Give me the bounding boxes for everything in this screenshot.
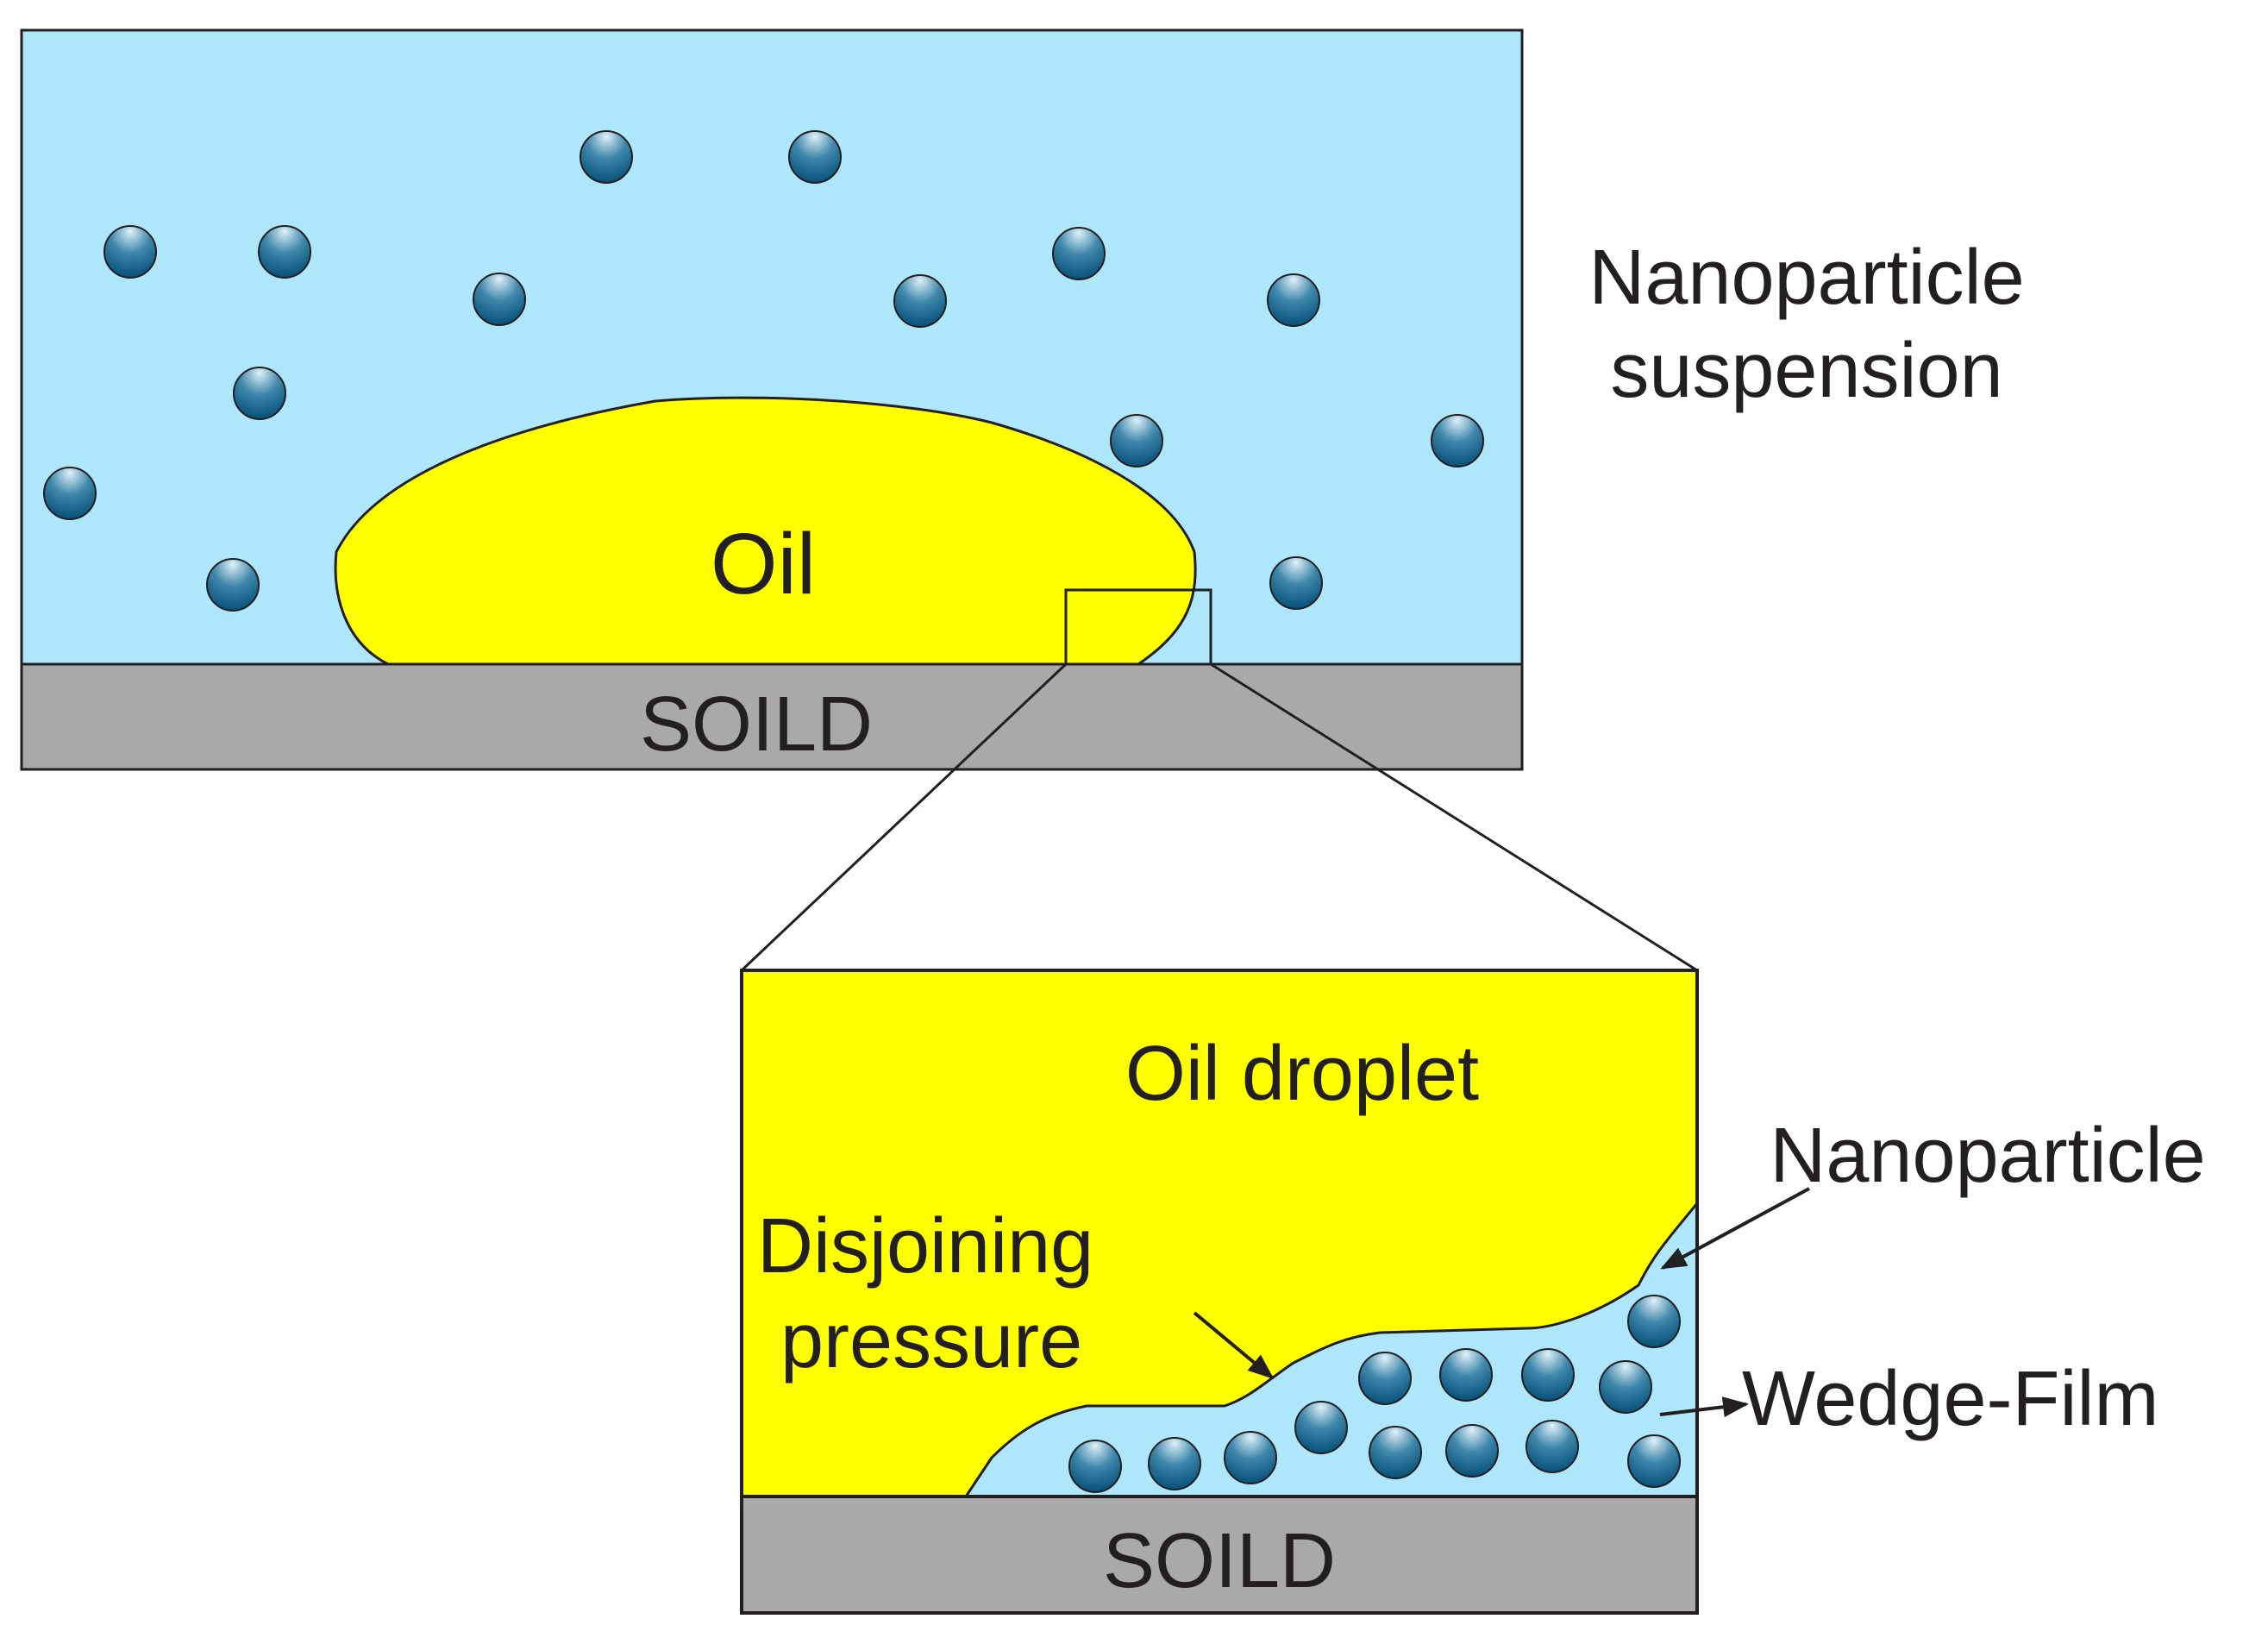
nanoparticle-icon [1439,1348,1493,1402]
zoom-panel: Oil droplet Disjoining pressure SOILD [740,969,1699,1615]
nanoparticle-icon [788,130,842,184]
oil-droplet-zoomed [742,970,1697,1497]
nanoparticle-icon [43,467,97,520]
nanoparticle-icon [1148,1437,1201,1490]
disjoining-label-line2: pressure [780,1298,1082,1384]
nanoparticle-icon [1599,1360,1652,1414]
nanoparticle-icon [233,367,286,420]
nanoparticle-label: Nanoparticle [1770,1113,2205,1199]
nanoparticle-icon [1369,1426,1422,1479]
nanoparticle-icon [1267,273,1320,327]
nanoparticle-icon [103,225,157,279]
annotation-arrows [1193,1187,1810,1418]
nanoparticle-icon [1431,414,1484,467]
nanoparticle-icon [206,558,260,612]
oil-droplet-label: Oil droplet [1125,1031,1479,1117]
top-particles [43,130,1484,612]
solid-substrate-top [20,662,1524,771]
nanoparticle-icon [258,225,311,279]
film-particles [1068,1295,1681,1493]
suspension-label-line2: suspension [1610,328,2002,414]
zoom-connectors [740,662,1698,972]
oil-drop [334,396,1197,666]
nanoparticle-icon [1294,1401,1348,1454]
oil-label: Oil [711,516,816,612]
nanoparticle-icon [1521,1348,1575,1402]
nanoparticle-icon [1358,1352,1412,1405]
nanoparticle-icon [1068,1440,1122,1493]
nanoparticle-icon [473,273,526,326]
nanoparticle-icon [1110,414,1163,467]
zoom-line-left [740,662,1068,972]
zoom-line-right [1210,662,1698,972]
oil-film-interface [964,1202,1699,1497]
nanoparticle-icon [1526,1420,1579,1473]
nanoparticle-icon [1445,1424,1499,1478]
arrow-icon [1659,1396,1749,1418]
zoom-region-box [1064,588,1212,666]
arrow-icon [1193,1311,1275,1379]
suspension-label-line1: Nanoparticle [1588,235,2024,321]
nanoparticle-icon [1627,1295,1681,1348]
nanoparticle-icon [580,130,633,184]
nanoparticle-icon [1052,227,1106,280]
solid-substrate-bottom [740,1495,1699,1615]
disjoining-label-line1: Disjoining [757,1203,1093,1289]
nanoparticle-icon [1627,1434,1681,1488]
nanoparticle-icon [1224,1431,1277,1484]
arrow-icon [1660,1187,1810,1270]
nanoparticle-icon [893,274,947,328]
solid-label-top: SOILD [640,681,873,768]
wedge-film-label: Wedge-Film [1742,1356,2158,1442]
top-panel: Oil SOILD [20,28,1524,771]
nanoparticle-icon [1269,556,1323,610]
solid-label-bottom: SOILD [1103,1518,1336,1604]
